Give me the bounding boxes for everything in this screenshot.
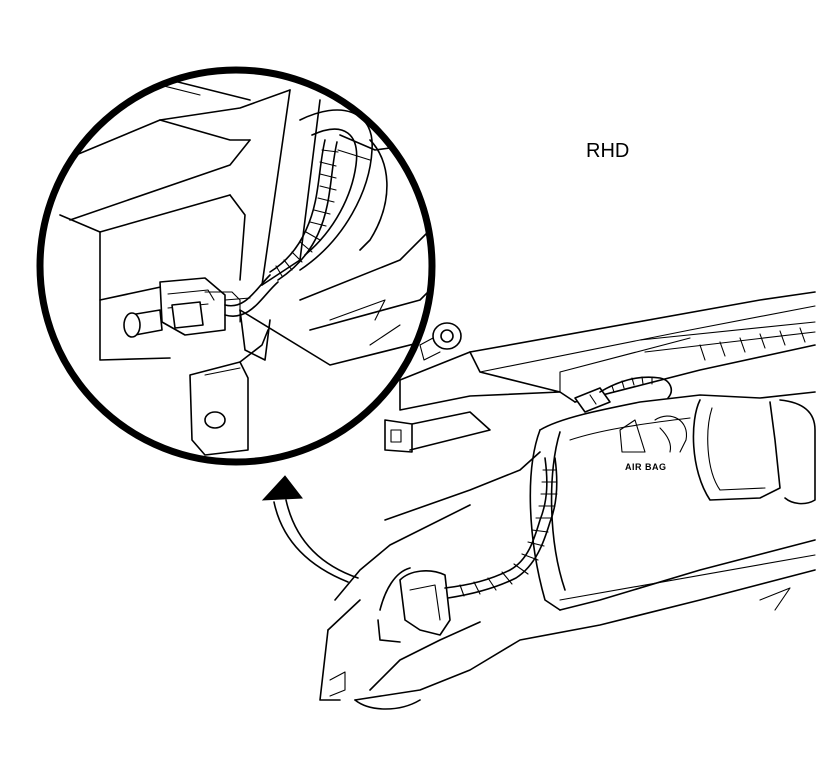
detail-inset [36,66,436,466]
rhd-label: RHD [586,140,629,162]
airbag-label: AIR BAG [625,462,667,472]
callout-arrow [261,475,359,583]
bracket [189,361,249,456]
instrument-panel: AIR BAG [319,291,816,710]
bolt [432,322,462,350]
airbag-emblem [619,419,646,453]
